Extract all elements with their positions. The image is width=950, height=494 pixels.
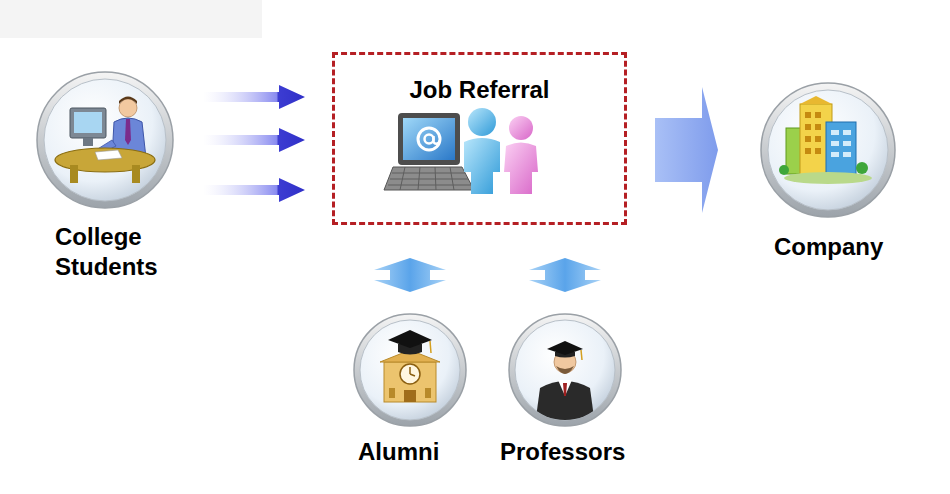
node-label: Professors (500, 437, 642, 467)
referral-frame: Job Referral (332, 52, 627, 225)
double-arrow (374, 258, 446, 292)
block-arrow (655, 87, 718, 213)
alumni-node: Alumni (352, 312, 480, 471)
alumni-icon (354, 314, 466, 426)
professor-node: Professors (497, 312, 650, 471)
referral-icon (384, 108, 538, 194)
professor-icon (509, 314, 621, 426)
company-icon (761, 83, 895, 217)
double-arrow (529, 258, 601, 292)
flow-arrow (203, 128, 305, 152)
node-label: Company (774, 232, 900, 262)
student-icon (37, 72, 173, 208)
corner-band (0, 0, 262, 38)
flow-arrow (203, 178, 305, 202)
flow-arrow (203, 85, 305, 109)
node-label: College Students (55, 222, 180, 282)
company-node: Company (760, 82, 908, 266)
student-node: College Students (35, 72, 188, 286)
node-label: Job Referral (335, 75, 624, 105)
node-label: Alumni (358, 437, 472, 467)
